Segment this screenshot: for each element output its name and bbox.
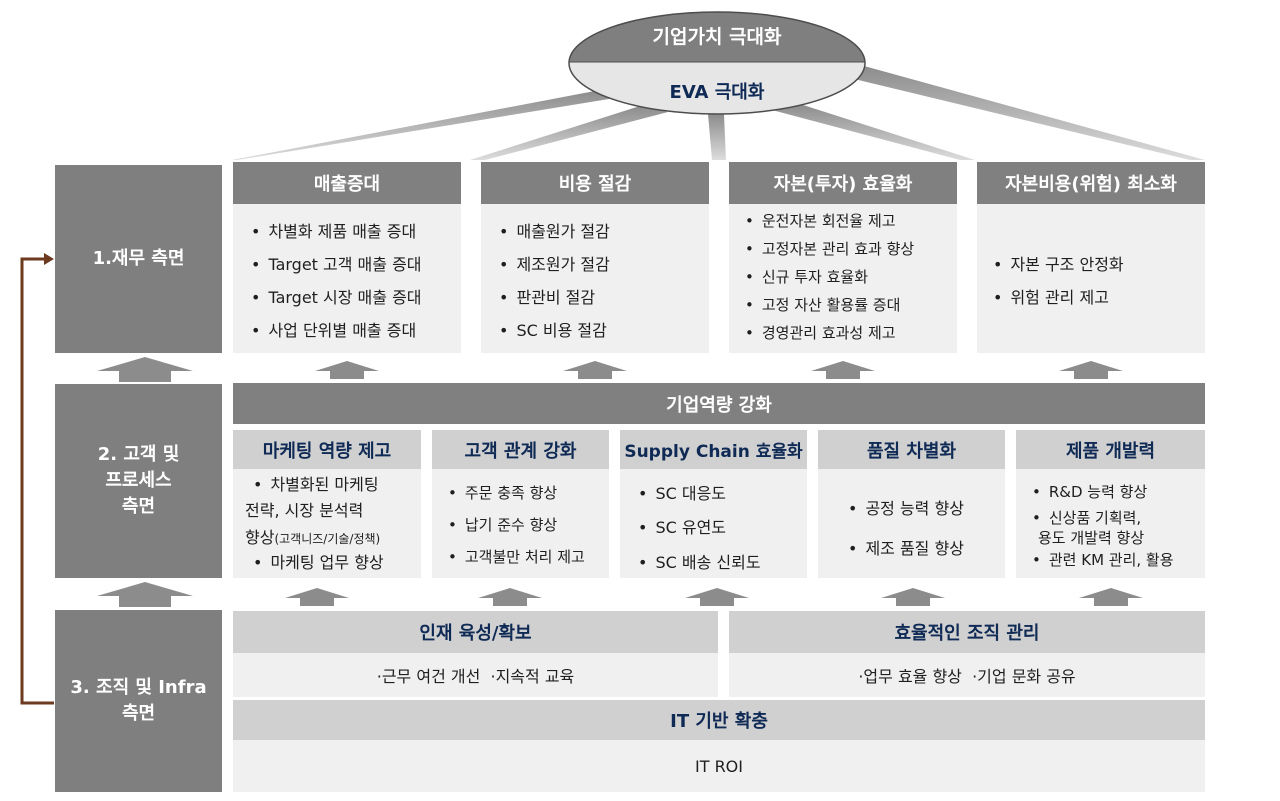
capability-col-customer: 고객 관계 강화: [432, 430, 609, 469]
capability-box-quality: •공정 능력 향상 •제조 품질 향상: [818, 469, 1005, 578]
list-item: •차별화된 마케팅: [253, 475, 379, 494]
list-item: •제조원가 절감: [499, 255, 610, 274]
capability-col-product: 제품 개발력: [1016, 430, 1205, 469]
financial-box-capital: •운전자본 회전율 제고 •고정자본 관리 효과 향상 •신규 투자 효율화 •…: [729, 204, 957, 353]
financial-header-cost: 비용 절감: [481, 162, 709, 204]
list-item: •경영관리 효과성 제고: [745, 324, 896, 342]
feedback-arrow: [20, 253, 54, 705]
fan-segment-1: [232, 90, 615, 160]
list-item: 전략, 시장 분석력: [245, 501, 364, 520]
financial-box-risk: •자본 구조 안정화 •위험 관리 제고: [977, 204, 1205, 353]
fan-segment-3: [708, 114, 726, 160]
list-item: •제조 품질 향상: [848, 539, 964, 558]
perspective-org-label-1: 3. 조직 및 Infra: [70, 677, 207, 698]
perspective-financial-label: 1.재무 측면: [92, 248, 185, 269]
list-item: •SC 대응도: [638, 484, 727, 503]
financial-header-revenue: 매출증대: [233, 162, 461, 204]
fan-segment-5: [850, 66, 1205, 160]
list-item: •관련 KM 관리, 활용: [1032, 551, 1174, 569]
up-arrow: [478, 588, 542, 606]
perspective-customer-process: 2. 고객 및 프로세스 측면: [55, 384, 222, 578]
financial-box-revenue: •차별화 제품 매출 증대 •Target 고객 매출 증대 •Target 시…: [233, 204, 461, 353]
list-item: •SC 비용 절감: [499, 321, 607, 340]
up-arrow: [685, 588, 749, 606]
perspective-organization: 3. 조직 및 Infra 측면: [55, 610, 222, 792]
org-management-detail: ·업무 효율 향상 ·기업 문화 공유: [858, 667, 1076, 686]
org-talent-detail: ·근무 여건 개선 ·지속적 교육: [376, 667, 575, 686]
list-item: •마케팅 업무 향상: [253, 553, 384, 572]
up-arrow: [1079, 588, 1143, 606]
top-title: 기업가치 극대화: [652, 26, 782, 48]
financial-header-risk: 자본비용(위험) 최소화: [977, 162, 1205, 204]
list-item: •고정 자산 활용률 증대: [745, 296, 901, 314]
list-item: •신상품 기획력,: [1032, 509, 1142, 527]
list-item: •판관비 절감: [499, 288, 596, 307]
perspective-org-label-2: 측면: [121, 703, 156, 724]
list-item: 용도 개발력 향상: [1038, 529, 1145, 547]
perspective-customer-label-2: 프로세스: [105, 470, 172, 491]
list-item: •사업 단위별 매출 증대: [251, 321, 417, 340]
up-arrow: [881, 588, 945, 606]
capability-box-product: •R&D 능력 향상 •신상품 기획력, 용도 개발력 향상 •관련 KM 관리…: [1016, 469, 1205, 578]
list-item: •매출원가 절감: [499, 222, 610, 241]
list-item: •SC 유연도: [638, 518, 727, 537]
list-item: •신규 투자 효율화: [745, 268, 868, 286]
capability-header: 기업역량 강화: [233, 383, 1205, 424]
list-item: •R&D 능력 향상: [1032, 483, 1148, 501]
org-box-management: ·업무 효율 향상 ·기업 문화 공유: [729, 653, 1205, 697]
org-header-talent: 인재 육성/확보: [233, 611, 718, 653]
list-item: •공정 능력 향상: [848, 499, 964, 518]
org-box-talent: ·근무 여건 개선 ·지속적 교육: [233, 653, 718, 697]
list-item: •Target 시장 매출 증대: [251, 288, 422, 307]
capability-col-supply-chain: Supply Chain 효율화: [620, 430, 807, 469]
list-item: •주문 충족 향상: [448, 484, 558, 502]
capability-box-supply-chain: •SC 대응도 •SC 유연도 •SC 배송 신뢰도: [620, 469, 807, 578]
up-arrow: [811, 361, 875, 379]
up-arrow: [315, 361, 379, 379]
list-item: •운전자본 회전율 제고: [745, 212, 896, 230]
list-item: •고정자본 관리 효과 향상: [745, 240, 915, 258]
fan-segment-4: [772, 104, 975, 160]
fan-segment-2: [470, 106, 668, 160]
financial-header-capital: 자본(투자) 효율화: [729, 162, 957, 204]
org-header-management: 효율적인 조직 관리: [729, 611, 1205, 653]
list-item: •SC 배송 신뢰도: [638, 553, 761, 572]
list-item: •고객불만 처리 제고: [448, 548, 585, 566]
side-up-arrow-1: [97, 357, 193, 382]
list-item: •납기 준수 향상: [448, 516, 558, 534]
capability-col-marketing: 마케팅 역량 제고: [233, 430, 421, 469]
financial-box-cost: •매출원가 절감 •제조원가 절감 •판관비 절감 •SC 비용 절감: [481, 204, 709, 353]
top-subtitle: EVA 극대화: [669, 82, 765, 103]
capability-box-marketing: •차별화된 마케팅 전략, 시장 분석력 향상(고객니즈/기술/정책) •마케팅…: [233, 469, 421, 578]
it-box: IT ROI: [233, 740, 1205, 792]
up-arrow: [1059, 361, 1123, 379]
it-detail: IT ROI: [694, 756, 743, 776]
perspective-financial: 1.재무 측면: [55, 165, 222, 353]
up-arrow: [563, 361, 627, 379]
perspective-customer-label-3: 측면: [121, 496, 156, 517]
capability-box-customer: •주문 충족 향상 •납기 준수 향상 •고객불만 처리 제고: [432, 469, 609, 578]
perspective-customer-label-1: 2. 고객 및: [97, 444, 180, 465]
it-header: IT 기반 확충: [233, 700, 1205, 740]
list-item: •Target 고객 매출 증대: [251, 255, 422, 274]
list-item: •위험 관리 제고: [993, 288, 1109, 307]
side-up-arrow-2: [97, 582, 193, 607]
list-item: •자본 구조 안정화: [993, 255, 1124, 274]
list-item: 향상(고객니즈/기술/정책): [245, 528, 381, 547]
capability-col-quality: 품질 차별화: [818, 430, 1005, 469]
list-item: •차별화 제품 매출 증대: [251, 222, 417, 241]
roof-fan: [232, 11, 1205, 160]
up-arrow: [285, 588, 349, 606]
